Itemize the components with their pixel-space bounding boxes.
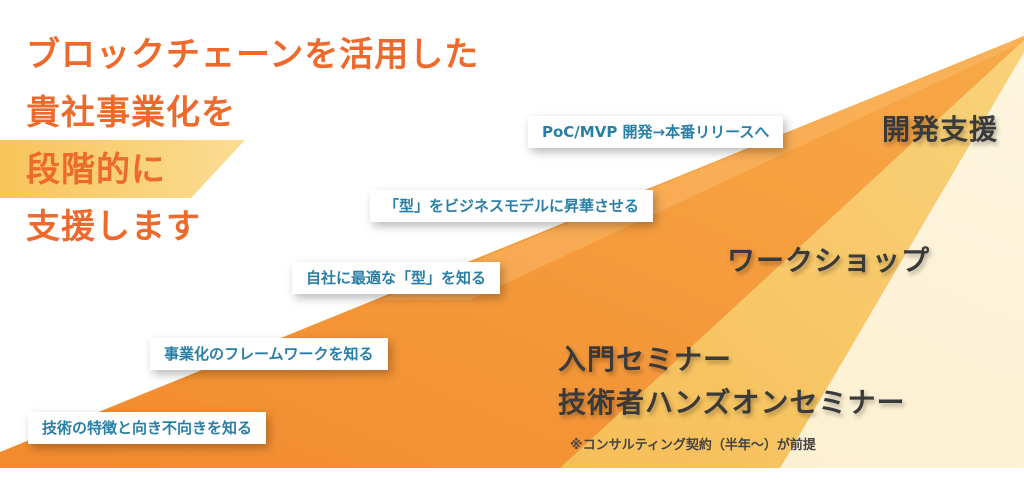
consulting-note: ※コンサルティング契約（半年～）が前提	[570, 438, 816, 453]
step-5-label: PoC/MVP 開発→本番リリースへ	[528, 116, 784, 148]
headline-line-1: ブロックチェーンを活用した	[26, 35, 480, 75]
service-seminar-handson: 技術者ハンズオンセミナー	[558, 386, 906, 419]
service-development: 開発支援	[882, 113, 999, 146]
step-2-label: 事業化のフレームワークを知る	[150, 338, 388, 370]
step-4-label: 「型」をビジネスモデルに昇華させる	[370, 190, 654, 222]
step-3-label: 自社に最適な「型」を知る	[292, 262, 501, 294]
ramp-highlight	[380, 36, 1024, 300]
headline-line-4: 支援します	[26, 207, 201, 247]
ramp-yellow-band	[560, 40, 1024, 468]
step-1-label: 技術の特徴と向き不向きを知る	[28, 412, 267, 444]
ramp-light-band	[0, 30, 1024, 468]
service-seminar-intro: 入門セミナー	[558, 343, 733, 376]
headline-line-3: 段階的に	[26, 150, 166, 190]
service-workshop: ワークショップ	[727, 244, 931, 277]
headline-line-2: 貴社事業化を	[26, 93, 236, 133]
